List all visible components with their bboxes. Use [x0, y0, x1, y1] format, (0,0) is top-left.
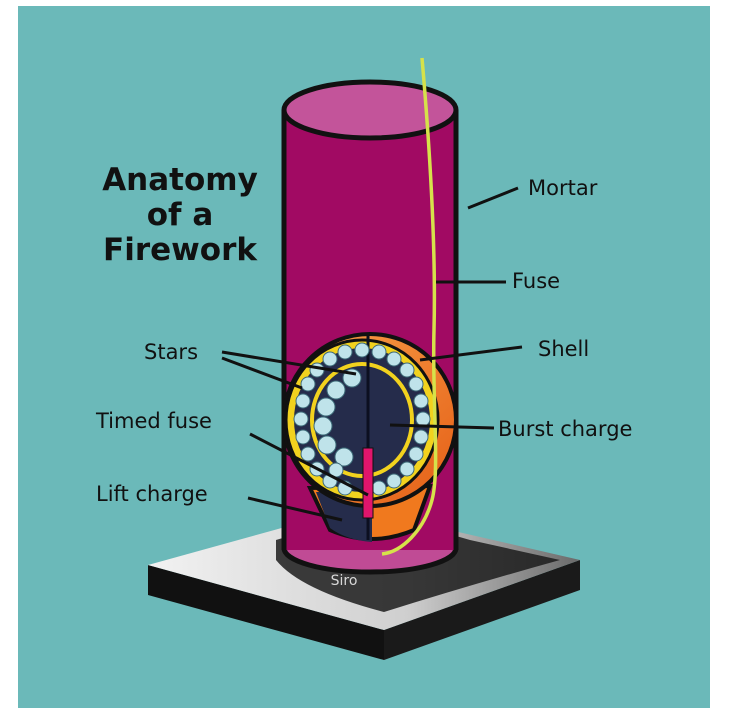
label-stars: Stars [144, 340, 198, 364]
watermark: Siro [331, 573, 358, 589]
label-lift-charge: Lift charge [96, 482, 208, 506]
mortar-top-opening [284, 82, 456, 138]
title-line-2: of a [147, 197, 214, 233]
label-mortar: Mortar [528, 176, 598, 200]
title-line-3: Firework [103, 232, 258, 268]
label-fuse: Fuse [512, 269, 560, 293]
label-timed-fuse: Timed fuse [95, 409, 212, 433]
label-shell: Shell [538, 337, 589, 361]
title-line-1: Anatomy [102, 162, 258, 198]
label-burst-charge: Burst charge [498, 417, 632, 441]
timed-fuse [363, 448, 373, 518]
